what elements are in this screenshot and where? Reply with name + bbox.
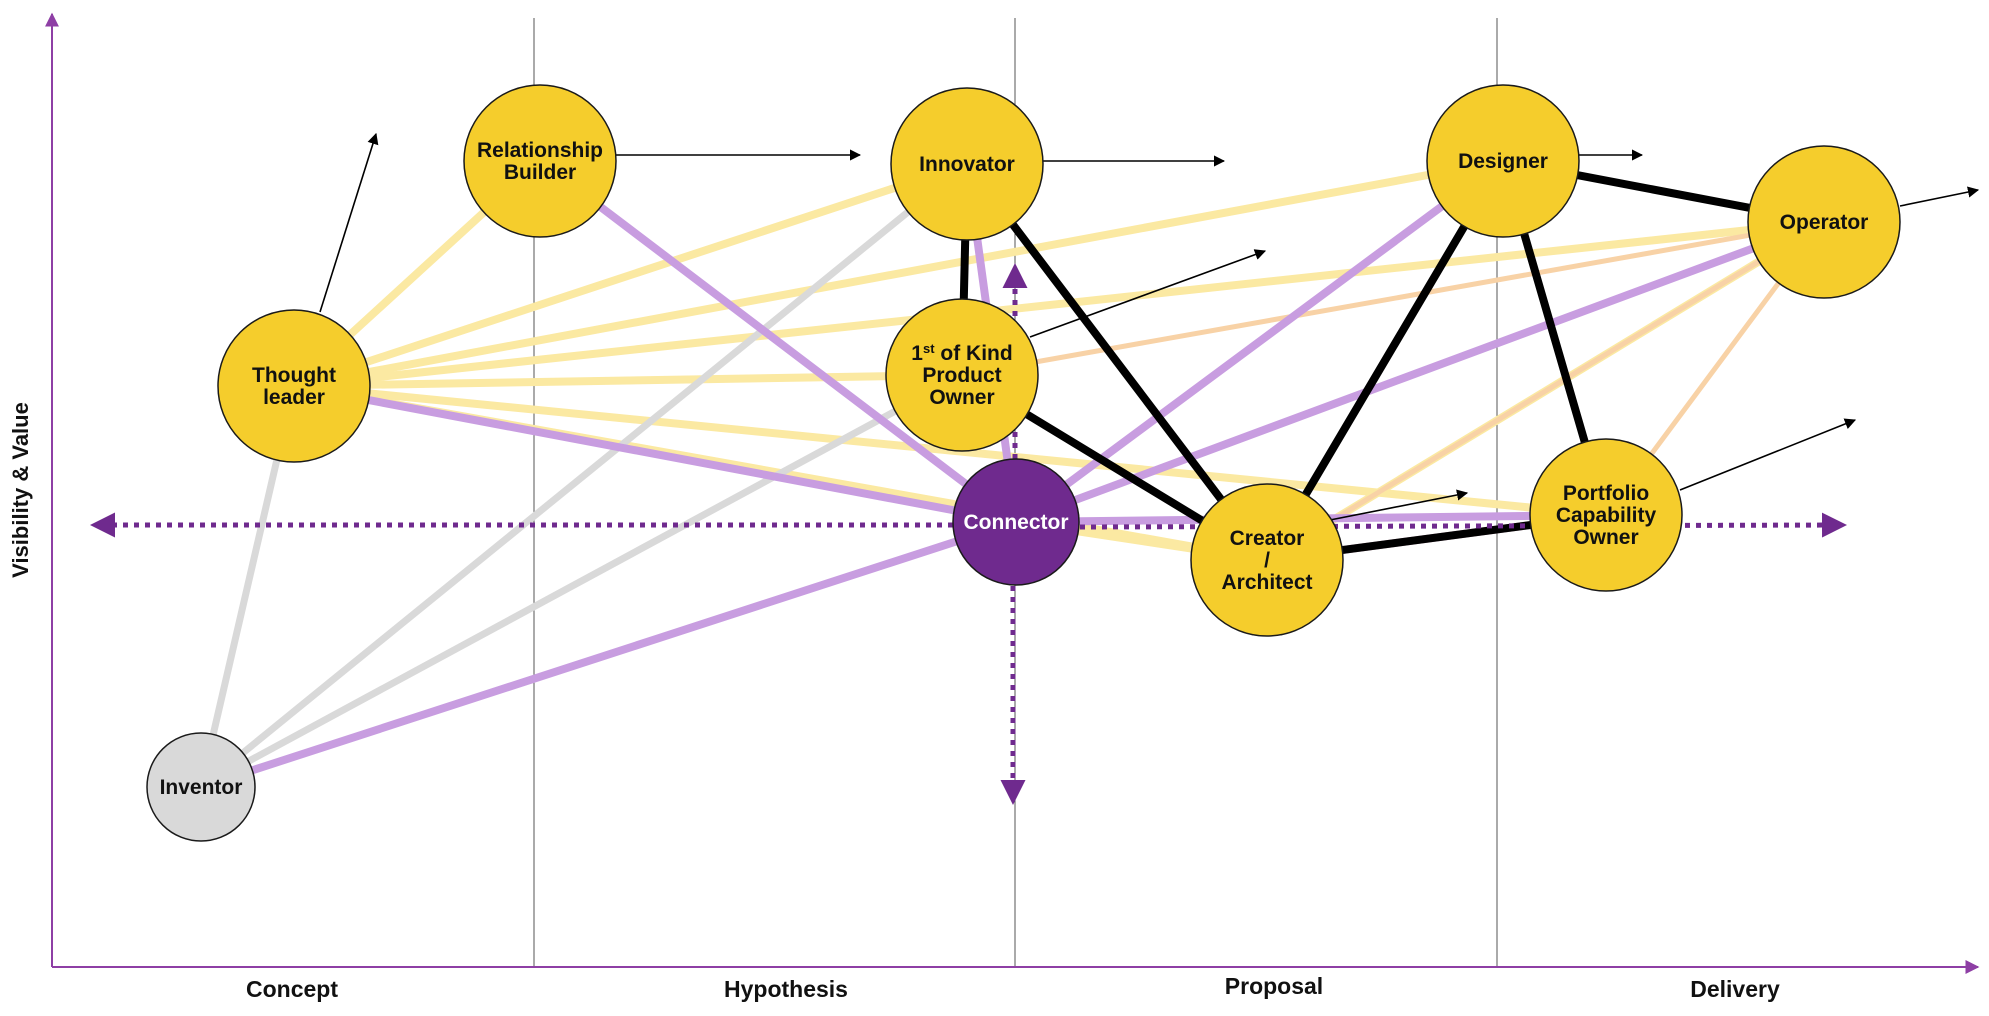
node-label-line: Creator [1230,527,1305,550]
node-circle [1190,483,1344,637]
node-label-line: Builder [504,161,576,184]
node-label-line: Capability [1556,504,1657,527]
phase-label-delivery: Delivery [1690,976,1780,1002]
link-yellow-thought_leader-operator [290,218,1828,390]
arrow-thought-leader [319,132,379,313]
link-purple-connector-operator [1012,218,1828,526]
arrow-creator [1329,489,1469,521]
link-orange-creator-operator [1264,219,1827,563]
link-black-creator-designer [1263,157,1507,564]
axes [45,12,1980,974]
link-yellow-thought_leader-innovator [290,160,971,390]
phase-labels: Concept Hypothesis Proposal Delivery [246,973,1780,1002]
node-connector[interactable]: Connector [952,458,1080,586]
link-yellow-thought_leader-designer [290,157,1507,390]
arrow-portfolio [1679,418,1857,491]
dotted-arrow-right [1079,512,1847,538]
node-label-line: Owner [929,386,994,409]
node-label-line: Owner [1573,526,1638,549]
node-label-line: / [1264,549,1270,572]
node-circle [146,732,256,842]
node-creator[interactable]: Creator/Architect [1190,483,1344,637]
node-circle [890,87,1044,241]
node-circle [463,84,617,238]
node-label-line: Designer [1458,150,1548,173]
node-label-line: Inventor [160,776,243,799]
node-operator[interactable]: Operator [1747,145,1901,299]
link-yellow-thought_leader-first_of_kind [290,371,966,390]
link-purple-relationship_builder-connector [536,157,1020,526]
arrow-operator [1899,186,1980,207]
link-purple-inventor-connector [197,518,1020,791]
outward-arrows [319,132,1980,521]
node-circle [1426,84,1580,238]
node-innovator[interactable]: Innovator [890,87,1044,241]
node-label-line: Portfolio [1563,482,1649,505]
node-label-line: Product [922,364,1001,387]
links-gray [197,160,971,791]
arrow-first-of-kind [1029,249,1267,338]
phase-label-proposal: Proposal [1225,973,1323,999]
node-circle [1529,438,1683,592]
link-gray-inventor-first_of_kind [197,371,966,791]
node-label-line: 1st of Kind [911,341,1012,366]
node-label-line: Relationship [477,139,603,162]
node-label-line: Operator [1780,211,1869,234]
node-label-line: Connector [964,511,1069,534]
node-circle [885,298,1039,452]
link-purple-connector-designer [1012,157,1507,526]
node-label-line: Innovator [919,153,1015,176]
node-inventor[interactable]: Inventor [146,732,256,842]
phase-label-concept: Concept [246,976,338,1002]
link-purple-thought_leader-connector [290,382,1020,526]
node-designer[interactable]: Designer [1426,84,1580,238]
y-axis-label: Visibility & Value [8,402,33,578]
node-circle [217,309,371,463]
node-label-line: leader [263,386,325,409]
node-label-line: Thought [252,364,336,387]
node-circle [1747,145,1901,299]
node-circle [952,458,1080,586]
links-black [958,157,1828,564]
phase-label-hypothesis: Hypothesis [724,976,848,1002]
link-gray-inventor-innovator [197,160,971,791]
link-black-innovator-creator [963,160,1271,564]
node-label-line: Architect [1221,571,1312,594]
dotted-arrows [90,263,1847,805]
